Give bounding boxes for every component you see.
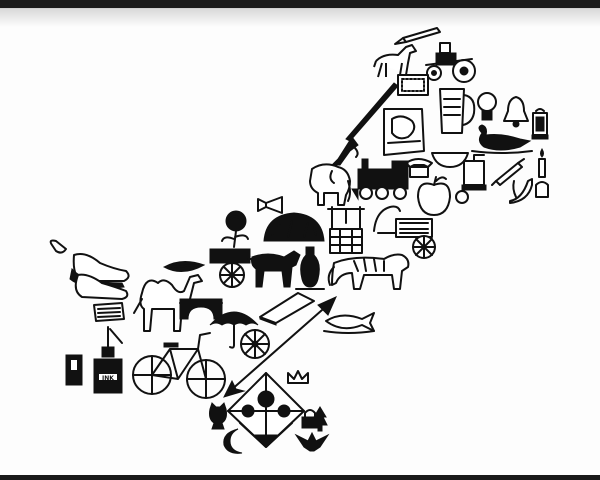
bulb-icon bbox=[476, 89, 498, 123]
tractor-icon bbox=[422, 41, 478, 83]
corn-icon bbox=[162, 257, 208, 277]
camel-icon bbox=[128, 269, 204, 335]
rose-icon bbox=[218, 209, 254, 249]
small-pot-icon bbox=[452, 189, 472, 205]
elephant-icon bbox=[304, 159, 354, 207]
syringe-icon bbox=[490, 158, 526, 186]
duck-icon bbox=[471, 124, 534, 155]
bull-cart-icon bbox=[208, 243, 302, 291]
ink-bottle-label: INK bbox=[102, 375, 114, 382]
box-icon bbox=[64, 353, 86, 387]
fist-icon bbox=[378, 103, 430, 161]
book-icon bbox=[92, 301, 126, 325]
bicycle-icon bbox=[130, 323, 228, 403]
vase-icon bbox=[295, 245, 325, 291]
cart-icon bbox=[376, 215, 440, 261]
grinder-icon bbox=[460, 154, 488, 191]
crescent-icon bbox=[220, 427, 248, 457]
shoes-icon bbox=[48, 239, 132, 301]
cat-icon bbox=[206, 401, 230, 431]
bowl-icon bbox=[430, 149, 470, 169]
apple-icon bbox=[414, 175, 454, 219]
kite-icon bbox=[226, 371, 308, 449]
map-of-pakistan-collage: INK bbox=[0, 8, 600, 475]
bridge-icon bbox=[178, 295, 224, 321]
bell-icon bbox=[502, 95, 530, 128]
scale-icon bbox=[370, 203, 402, 233]
crown-icon bbox=[286, 369, 310, 385]
well-icon bbox=[326, 205, 366, 257]
arrow-icon bbox=[222, 295, 340, 399]
hut-icon bbox=[262, 209, 326, 243]
closed-book-icon bbox=[258, 291, 316, 326]
wheel-icon bbox=[238, 327, 272, 361]
pen-icon bbox=[393, 26, 443, 46]
lantern-icon bbox=[530, 107, 550, 141]
ink-bottle-icon bbox=[88, 325, 126, 397]
candle-icon bbox=[534, 148, 550, 201]
horse-icon bbox=[372, 41, 418, 81]
rifle-icon bbox=[330, 81, 400, 167]
loudspeaker-icon bbox=[256, 195, 286, 215]
fish-icon bbox=[322, 311, 376, 334]
telephone-icon bbox=[404, 157, 434, 179]
umbrella-icon bbox=[208, 305, 260, 351]
jug-icon bbox=[434, 85, 478, 139]
stamp-icon bbox=[396, 73, 430, 97]
eagle-icon bbox=[294, 429, 330, 455]
lion-icon bbox=[324, 249, 414, 295]
tree-icon bbox=[312, 405, 328, 433]
train-icon bbox=[351, 155, 412, 203]
banana-icon bbox=[506, 175, 538, 205]
